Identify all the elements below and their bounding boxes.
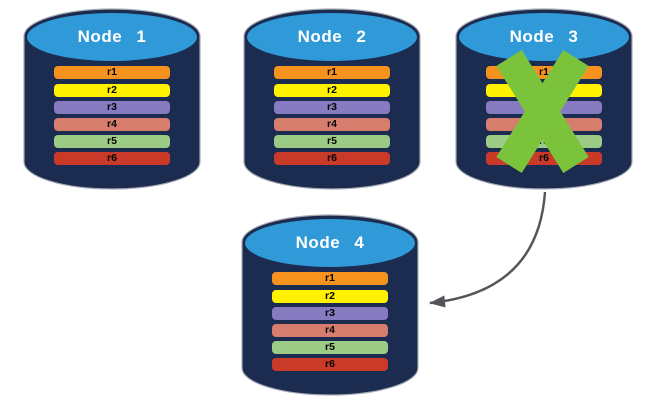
node-title: Node 4 (295, 233, 365, 252)
node-title: Node 3 (509, 27, 579, 46)
replica-row: r6 (274, 152, 390, 165)
node-4: Node 4 r1 r2 r3 r4 r5 r6 (240, 210, 420, 398)
replica-row: r2 (274, 84, 390, 97)
replica-row: r5 (54, 135, 170, 148)
replica-row: r1 (274, 66, 390, 79)
replica-row: r3 (54, 101, 170, 114)
replica-row: r6 (486, 152, 602, 165)
replica-row: r3 (486, 101, 602, 114)
replica-row: r2 (486, 84, 602, 97)
replica-row: r4 (54, 118, 170, 131)
replica-row: r5 (486, 135, 602, 148)
replica-row: r1 (272, 272, 388, 285)
replica-row: r2 (54, 84, 170, 97)
replica-row: r6 (54, 152, 170, 165)
replica-row: r4 (272, 324, 388, 337)
node-title: Node 1 (77, 27, 147, 46)
node-title: Node 2 (297, 27, 367, 46)
replica-row: r3 (272, 307, 388, 320)
replica-row: r4 (274, 118, 390, 131)
replica-row: r6 (272, 358, 388, 371)
replica-row: r2 (272, 290, 388, 303)
replica-row: r5 (274, 135, 390, 148)
replica-row: r1 (486, 66, 602, 79)
node-2: Node 2 r1 r2 r3 r4 r5 r6 (242, 4, 422, 192)
node-3: Node 3 r1 r2 r3 r4 r5 r6 (454, 4, 634, 192)
replica-row: r5 (272, 341, 388, 354)
replica-row: r3 (274, 101, 390, 114)
replica-row: r1 (54, 66, 170, 79)
node-1: Node 1 r1 r2 r3 r4 r5 r6 (22, 4, 202, 192)
replica-row: r4 (486, 118, 602, 131)
